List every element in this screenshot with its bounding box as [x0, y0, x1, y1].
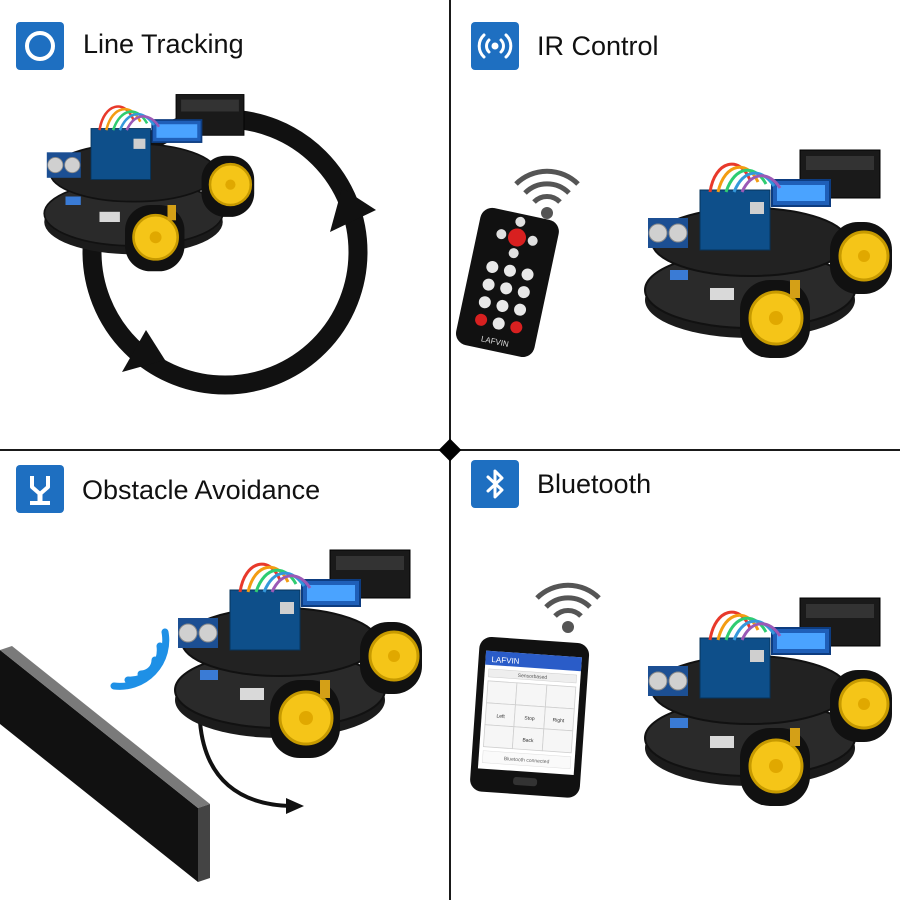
wifi-signal — [535, 582, 601, 633]
ultrasonic-sensor-icon — [16, 465, 64, 513]
phone-status-line: Bluetooth connected — [504, 756, 550, 765]
robot-car-line-tracking — [42, 93, 256, 273]
line-tracking-title: Line Tracking — [83, 29, 244, 59]
robot-car-ir — [643, 148, 894, 360]
circle-ring-icon — [16, 22, 64, 70]
phone-stop-label: Stop — [524, 715, 535, 722]
ir-remote: LAFVIN — [455, 207, 559, 358]
turn-arrow — [198, 721, 304, 814]
phone-right-label: Right — [552, 717, 565, 724]
bluetooth-icon — [471, 460, 519, 508]
ir-control-title: IR Control — [537, 31, 659, 61]
obstacle-wall — [0, 646, 210, 882]
bluetooth-title: Bluetooth — [537, 469, 652, 499]
phone-app-title: LAFVIN — [491, 655, 520, 666]
robot-car-bluetooth — [643, 596, 894, 808]
ultrasonic-waves — [110, 628, 170, 690]
robot-car-obstacle — [173, 548, 424, 760]
phone-top-label: Sensorbased — [518, 673, 548, 681]
smartphone: LAFVIN Sensorbased Left Stop Right Back … — [470, 636, 590, 798]
obstacle-avoidance-title: Obstacle Avoidance — [82, 475, 321, 505]
ir-signal-waves — [514, 168, 580, 219]
phone-left-label: Left — [496, 714, 505, 721]
ir-signal-icon — [471, 22, 519, 70]
phone-back-label: Back — [522, 737, 534, 744]
